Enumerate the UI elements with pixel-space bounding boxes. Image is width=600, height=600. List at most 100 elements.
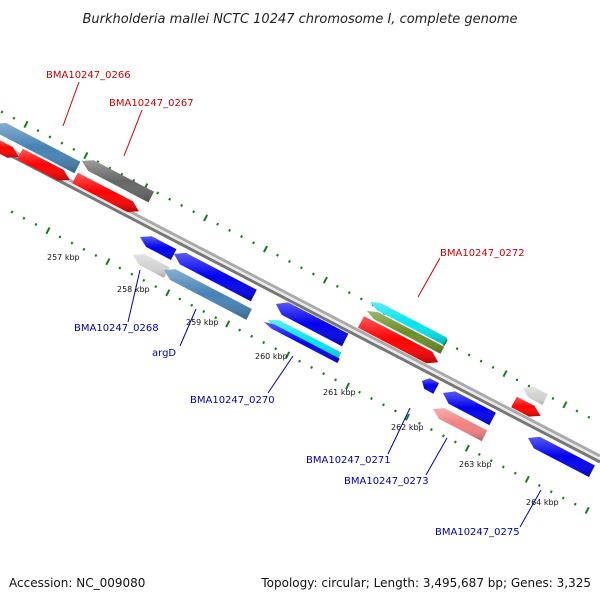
outer-tick-major	[322, 276, 328, 284]
gene-label-bma10247-0272[interactable]: BMA10247_0272	[440, 248, 525, 259]
outer-tick-minor	[455, 347, 459, 351]
gene-bma10247-0271[interactable]	[422, 378, 439, 394]
gene-reverse-blue-b[interactable]	[276, 302, 349, 347]
outer-tick-minor	[527, 384, 531, 388]
leader-argd	[179, 308, 197, 347]
outer-tick-minor	[587, 415, 591, 419]
gene-bma10247-0266-shading	[0, 122, 81, 174]
outer-tick-minor	[551, 397, 555, 401]
inner-tick-minor	[513, 471, 517, 475]
inner-tick-minor	[82, 247, 86, 251]
tick-label-262: 262 kbp	[391, 423, 424, 432]
leader-0267	[123, 109, 143, 157]
inner-tick-minor	[358, 390, 361, 394]
inner-tick-minor	[549, 490, 553, 494]
tick-label-263: 263 kbp	[459, 460, 492, 469]
outer-tick-minor	[0, 110, 4, 114]
outer-tick-minor	[515, 378, 519, 382]
gene-label-bma10247-0271[interactable]: BMA10247_0271	[306, 455, 391, 466]
outer-tick-minor	[228, 228, 232, 232]
inner-tick-minor	[274, 347, 278, 351]
inner-tick-minor	[22, 216, 26, 220]
gene-bma10247-0272-cyan[interactable]	[370, 302, 448, 345]
gene-forward-red-c[interactable]	[72, 172, 139, 212]
outer-tick-minor	[168, 197, 172, 201]
outer-tick-minor	[252, 241, 255, 245]
outer-tick-minor	[36, 129, 40, 133]
leader-0275	[519, 489, 542, 528]
inner-tick-minor	[334, 378, 337, 382]
gene-bma10247-0272-olive[interactable]	[367, 311, 445, 354]
map-title: Burkholderia mallei NCTC 10247 chromosom…	[82, 12, 517, 27]
gene-bma10247-0268[interactable]	[164, 269, 252, 320]
accession-text: Accession: NC_009080	[9, 576, 145, 590]
inner-tick-minor	[322, 372, 326, 376]
inner-tick-major	[464, 444, 470, 452]
gene-reverse-lightgray[interactable]	[133, 254, 170, 278]
outer-tick-minor	[60, 141, 64, 145]
leader-0273	[425, 437, 448, 476]
outer-tick-minor	[180, 203, 184, 207]
outer-tick-track	[0, 110, 591, 419]
gene-argd[interactable]	[174, 252, 257, 302]
gene-reverse-blue-c[interactable]	[443, 391, 496, 426]
outer-tick-minor	[72, 147, 76, 151]
gene-bma10247-0267[interactable]	[82, 160, 154, 203]
outer-tick-minor	[299, 266, 303, 270]
tick-label-257: 257 kbp	[47, 253, 80, 262]
inner-tick-minor	[10, 210, 14, 214]
gene-bma10247-0275[interactable]	[528, 436, 595, 477]
inner-tick-track	[10, 210, 590, 514]
gene-label-bma10247-0275[interactable]: BMA10247_0275	[435, 527, 520, 538]
gene-label-bma10247-0268[interactable]: BMA10247_0268	[74, 323, 159, 334]
inner-tick-major	[584, 506, 590, 514]
gene-label-argd[interactable]: argD	[152, 348, 176, 359]
inner-tick-minor	[429, 428, 433, 432]
gene-forward-red-d[interactable]	[511, 396, 541, 417]
inner-tick-major	[524, 475, 530, 483]
outer-tick-minor	[467, 353, 471, 357]
gene-bma10247-0272-cyan-shading	[370, 302, 448, 345]
outer-tick-minor	[192, 210, 196, 214]
outer-tick-minor	[359, 297, 363, 301]
gene-forward-red-b[interactable]	[17, 148, 70, 181]
gene-reverse-blue-a[interactable]	[140, 236, 177, 260]
tick-label-264: 264 kbp	[526, 498, 559, 507]
inner-tick-minor	[154, 285, 158, 289]
outer-tick-minor	[12, 116, 16, 120]
gene-forward-red-c-shading	[72, 172, 139, 212]
leader-0272	[417, 257, 441, 298]
outer-tick-minor	[48, 135, 52, 139]
gene-label-bma10247-0266[interactable]: BMA10247_0266	[46, 70, 131, 81]
gene-forward-red-a-shading	[0, 140, 19, 158]
inner-tick-minor	[142, 278, 146, 282]
outer-tick-major	[442, 338, 448, 347]
gene-reverse-blue-c-shading	[443, 391, 496, 426]
gene-label-bma10247-0270[interactable]: BMA10247_0270	[190, 395, 275, 406]
inner-tick-minor	[573, 502, 577, 506]
gene-bma10247-0270[interactable]	[264, 322, 340, 363]
gene-label-bma10247-0267[interactable]: BMA10247_0267	[109, 98, 194, 109]
gene-bma10247-0270-shading	[264, 322, 340, 363]
inner-tick-minor	[34, 222, 38, 226]
gene-label-bma10247-0273[interactable]: BMA10247_0273	[344, 476, 429, 487]
outer-tick-minor	[240, 235, 243, 239]
tick-label-259: 259 kbp	[186, 318, 219, 327]
gene-bma10247-0273[interactable]	[433, 408, 488, 442]
outer-tick-minor	[276, 253, 279, 257]
leader-0266	[62, 81, 80, 127]
gene-forward-red-a[interactable]	[0, 139, 19, 158]
inner-tick-minor	[298, 359, 302, 363]
gene-bma10247-0272-red[interactable]	[358, 316, 439, 364]
gene-bma10247-0271-shading	[422, 378, 439, 394]
gene-bma10247-0266[interactable]	[0, 122, 81, 174]
inner-tick-minor	[178, 297, 182, 301]
inner-tick-minor	[501, 465, 505, 469]
gene-forward-lightgray[interactable]	[523, 386, 548, 405]
inner-tick-minor	[238, 328, 242, 332]
leader-0270	[267, 355, 294, 394]
outer-tick-minor	[491, 365, 495, 369]
outer-tick-minor	[335, 284, 339, 288]
outer-tick-minor	[347, 291, 351, 295]
outer-tick-major	[23, 120, 29, 129]
